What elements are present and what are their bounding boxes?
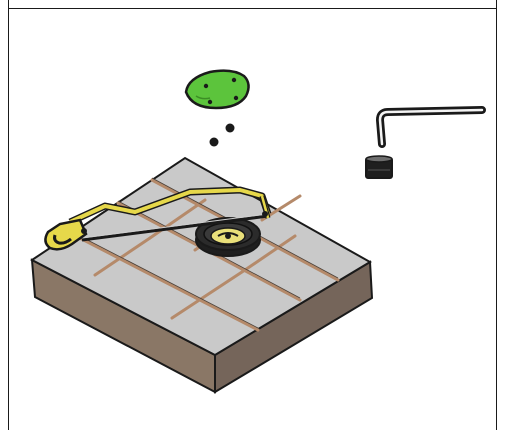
frame-border-top xyxy=(8,8,497,9)
frame-border-right xyxy=(496,0,497,430)
frame-border-left xyxy=(8,0,9,430)
drain-fitting xyxy=(195,217,261,257)
rubber-grommet xyxy=(365,155,393,179)
hacksaw xyxy=(44,186,272,251)
ball-bearings xyxy=(209,123,235,147)
allen-key xyxy=(376,106,486,148)
green-cap xyxy=(184,69,250,110)
